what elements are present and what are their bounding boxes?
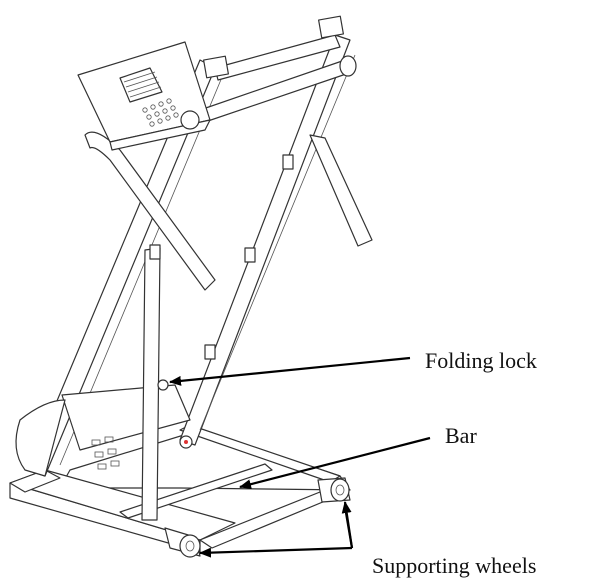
supporting-wheels-arrow-front — [199, 546, 353, 558]
keypad — [142, 98, 179, 127]
console — [77, 41, 211, 151]
callout-arrows — [169, 356, 431, 558]
deck-vents — [91, 436, 120, 470]
label-bar: Bar — [445, 423, 477, 448]
label-supporting-wheels: Supporting wheels — [372, 553, 536, 578]
display-grid — [123, 71, 162, 98]
wheel-back — [317, 477, 351, 503]
deck-rails — [15, 15, 357, 477]
folding-lock-arrow — [169, 356, 411, 386]
label-folding-lock: Folding lock — [425, 348, 537, 373]
bar-arrow — [239, 436, 431, 490]
wheel-front — [164, 527, 201, 558]
supporting-wheels — [164, 477, 351, 558]
base-frame — [9, 424, 351, 553]
supporting-wheels-arrow-back — [341, 501, 354, 549]
upright-frame — [84, 131, 373, 521]
